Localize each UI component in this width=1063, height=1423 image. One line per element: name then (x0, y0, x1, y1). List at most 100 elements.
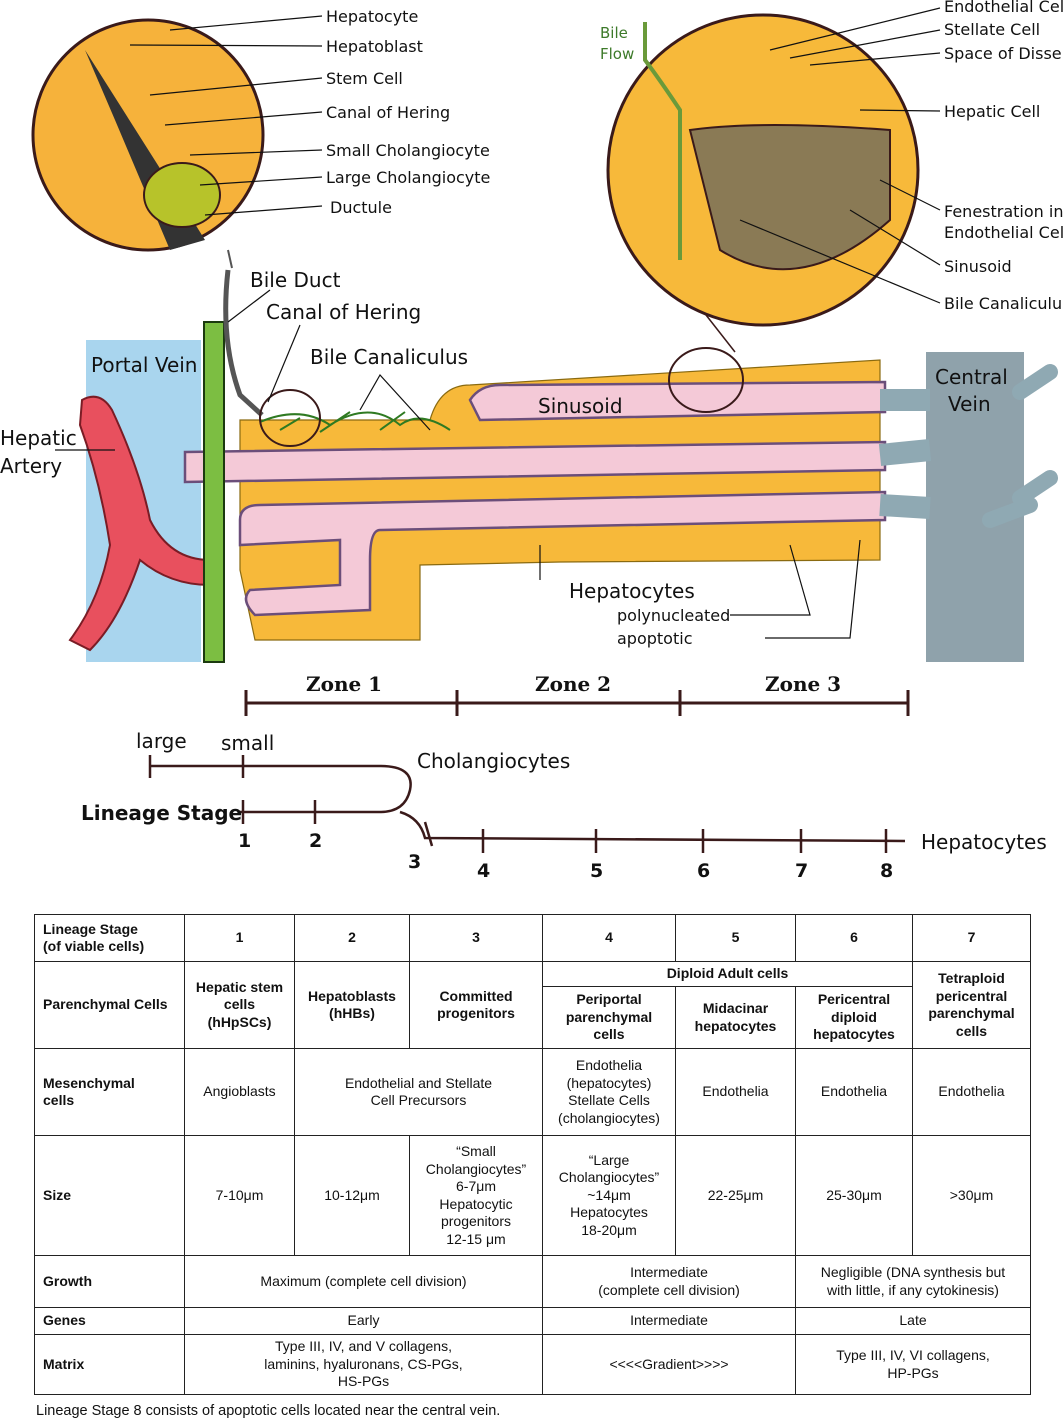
table-row-header: Lineage Stage(of viable cells) 1 2 3 4 5… (34, 914, 1031, 962)
canal-of-hering-highlight (259, 389, 321, 447)
table-row-genes: Genes Early Intermediate Late (34, 1307, 1031, 1335)
stage-number-6: 6 (697, 860, 710, 882)
header-stage-7: 7 (912, 914, 1031, 962)
mesenchymal-stage-7: Endothelia (912, 1048, 1031, 1136)
inset-left-leaders (129, 15, 323, 216)
stage-number-3: 3 (408, 851, 421, 873)
label-canal-of-hering: Canal of Hering (266, 300, 421, 324)
label-space-of-disse: Space of Disse (944, 44, 1062, 63)
label-hepatocytes: Hepatocytes (569, 579, 695, 603)
zone-axis (244, 690, 910, 716)
matrix-stages-6-7: Type III, IV, VI collagens,HP-PGs (795, 1334, 1031, 1395)
label-stellate-cell: Stellate Cell (944, 20, 1040, 39)
label-ductule: Ductule (330, 198, 392, 217)
label-cholangiocytes: Cholangiocytes (417, 749, 570, 773)
stage-number-2: 2 (309, 830, 322, 852)
inset-left-circle (31, 18, 265, 252)
header-stage-1: 1 (184, 914, 295, 962)
genes-stages-4-5: Intermediate (542, 1307, 796, 1335)
mesenchymal-stage-6: Endothelia (795, 1048, 913, 1136)
inset-left-ductule (143, 162, 221, 228)
size-stage-6: 25-30μm (795, 1135, 913, 1256)
label-hepatoblast: Hepatoblast (326, 37, 423, 56)
label-hepatocytes-axis: Hepatocytes (921, 830, 1047, 854)
label-stem-cell: Stem Cell (326, 69, 403, 88)
label-hepatic-artery-line1: Hepatic (0, 426, 77, 450)
label-hepatocyte: Hepatocyte (326, 7, 418, 26)
label-fenestration-line2: Endothelial Cell (944, 223, 1063, 242)
label-inset-bile-canaliculus: Bile Canaliculus (944, 294, 1063, 313)
table-row-growth: Growth Maximum (complete cell division) … (34, 1255, 1031, 1308)
growth-label: Growth (34, 1255, 185, 1308)
matrix-label: Matrix (34, 1334, 185, 1395)
lineage-axes (148, 755, 906, 853)
mesenchymal-stage-5: Endothelia (675, 1048, 796, 1136)
inset-right-connector (705, 314, 736, 353)
label-sinusoid: Sinusoid (538, 394, 623, 418)
main-leaders (55, 289, 861, 639)
parenchymal-cells-label: Parenchymal Cells (34, 961, 185, 1049)
diploid-adult-cells: Diploid Adult cells (542, 961, 913, 987)
mesenchymal-stage-1: Angioblasts (184, 1048, 295, 1136)
matrix-stages-4-5: <<<<Gradient>>>> (542, 1334, 796, 1395)
lineage-stage-table: Lineage Stage(of viable cells) 1 2 3 4 5… (34, 914, 1031, 1395)
label-zone-2: Zone 2 (535, 672, 611, 696)
growth-stages-1-3: Maximum (complete cell division) (184, 1255, 543, 1308)
label-large: large (136, 729, 187, 753)
parenchymal-stage-2: Hepatoblasts(hHBs) (294, 961, 410, 1049)
label-hepatic-cell: Hepatic Cell (944, 102, 1040, 121)
label-central-vein-line1: Central (935, 365, 1008, 389)
table-row-matrix: Matrix Type III, IV, and V collagens,lam… (34, 1334, 1031, 1395)
header-lineage-stage: Lineage Stage(of viable cells) (34, 914, 185, 962)
label-bile-canaliculus: Bile Canaliculus (310, 345, 468, 369)
footnote: Lineage Stage 8 consists of apoptotic ce… (36, 1403, 501, 1419)
growth-stages-4-5: Intermediate(complete cell division) (542, 1255, 796, 1308)
label-zone-1: Zone 1 (306, 672, 382, 696)
label-central-vein-line2: Vein (948, 392, 991, 416)
bile-duct (203, 321, 225, 663)
size-label: Size (34, 1135, 185, 1256)
label-zone-3: Zone 3 (765, 672, 841, 696)
size-stage-7: >30μm (912, 1135, 1031, 1256)
inset-left-connector (227, 249, 233, 269)
size-stage-1: 7-10μm (184, 1135, 295, 1256)
size-stage-5: 22-25μm (675, 1135, 796, 1256)
header-stage-3: 3 (409, 914, 543, 962)
inset-right-bile-flow-line (643, 22, 682, 260)
liver-acinus-diagram: Hepatocyte Hepatoblast Stem Cell Canal o… (0, 0, 1063, 882)
label-hepatic-artery-line2: Artery (0, 454, 62, 478)
stage-number-7: 7 (795, 860, 808, 882)
header-stage-5: 5 (675, 914, 796, 962)
hepatic-artery (68, 395, 211, 652)
label-portal-vein: Portal Vein (91, 353, 197, 377)
central-vein-branch (982, 364, 1058, 528)
label-bile-flow-line2: Flow (600, 45, 634, 63)
mesenchymal-stage-4: Endothelia(hepatocytes)Stellate Cells(ch… (542, 1048, 676, 1136)
label-lineage-stage: Lineage Stage (81, 801, 242, 825)
label-large-cholangiocyte: Large Cholangiocyte (326, 168, 490, 187)
stage-number-1: 1 (238, 830, 251, 852)
header-stage-6: 6 (795, 914, 913, 962)
genes-stages-6-7: Late (795, 1307, 1031, 1335)
size-stage-2: 10-12μm (294, 1135, 410, 1256)
label-fenestration-line1: Fenestration in (944, 202, 1063, 221)
sinusoid-to-central-vein (878, 389, 932, 519)
genes-label: Genes (34, 1307, 185, 1335)
inset-right-leaders (739, 7, 941, 304)
genes-stages-1-3: Early (184, 1307, 543, 1335)
sinusoid-highlight (668, 347, 744, 413)
label-polynucleated: polynucleated (617, 606, 730, 625)
bile-duct-tube (223, 269, 264, 417)
